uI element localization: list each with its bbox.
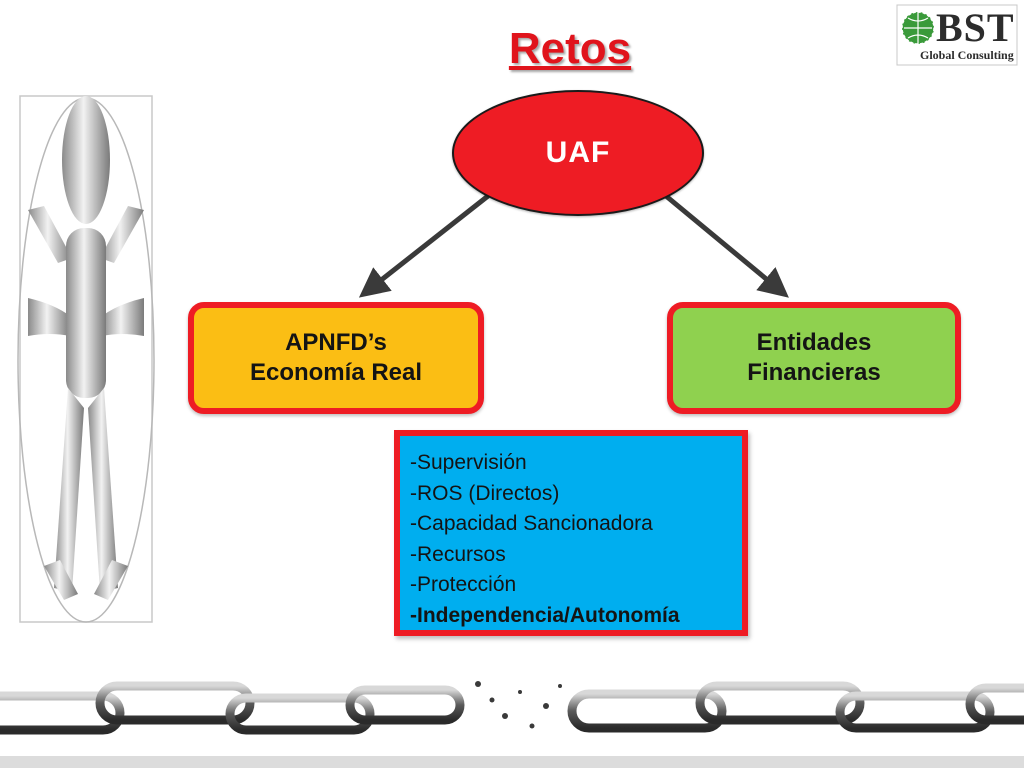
root-node-uaf: UAF — [452, 90, 704, 216]
node-apnfd-line2: Economía Real — [249, 359, 423, 386]
logo-text: BST — [936, 5, 1015, 50]
list-item: -Capacidad Sancionadora — [410, 512, 653, 535]
node-apnfd: APNFD’s Economía Real — [188, 302, 484, 414]
node-entidades: Entidades Financieras — [667, 302, 961, 414]
broken-chain-icon — [0, 681, 1024, 768]
node-apnfd-line1: APNFD’s — [285, 329, 387, 356]
node-entidades-line1: Entidades — [756, 329, 872, 356]
list-item: -Recursos — [410, 542, 506, 566]
node-entidades-line2: Financieras — [747, 359, 881, 386]
logo-subtext: Global Consulting — [920, 48, 1014, 62]
stretched-person-figure — [17, 95, 155, 623]
list-item: -Protección — [410, 573, 517, 596]
list-item: -Independencia/Autonomía — [410, 603, 680, 627]
list-item: -ROS (Directos) — [410, 481, 560, 505]
challenges-box: -Supervisión -ROS (Directos) -Capacidad … — [394, 430, 748, 636]
slide-title: Retos — [508, 24, 632, 73]
list-item: -Supervisión — [410, 451, 527, 474]
globe-logo-icon — [896, 4, 1018, 66]
